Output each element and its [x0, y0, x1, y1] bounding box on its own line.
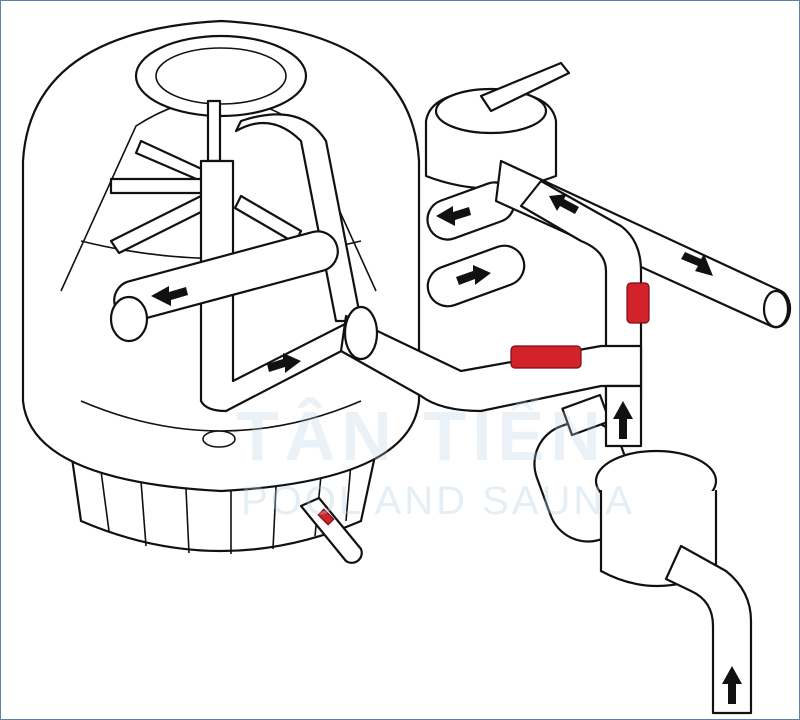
suction-pipe — [664, 544, 753, 715]
multiport-valve — [424, 61, 571, 308]
center-riser — [206, 99, 222, 163]
arrow-icon — [681, 252, 713, 276]
drain-pipe — [299, 496, 363, 564]
arrow-icon — [267, 353, 301, 373]
arrow-icon — [436, 206, 471, 226]
tank-drain-grate — [202, 430, 236, 448]
arrow-icon — [613, 401, 633, 439]
arrow-icon — [456, 265, 491, 285]
arrow-icon — [151, 286, 188, 306]
watermark-brand: TÂN TIẾN — [236, 397, 607, 475]
arrow-icon — [722, 666, 742, 704]
flow-arrows — [151, 194, 742, 704]
valve-handle — [479, 61, 571, 113]
drain-valve-handle — [317, 508, 335, 526]
inlet-pipe — [339, 305, 643, 413]
bypass-valve-handle — [626, 282, 650, 324]
inlet-valve-handle — [510, 345, 582, 369]
watermark-tagline: POOL AND SAUNA — [241, 479, 635, 523]
arrow-icon — [549, 194, 579, 214]
